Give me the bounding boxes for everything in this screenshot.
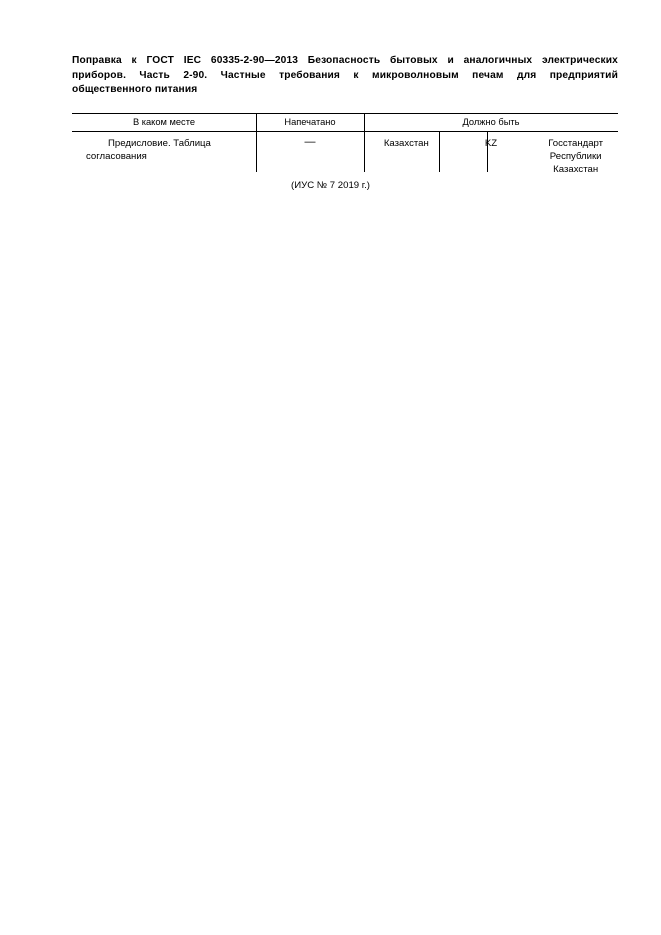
cell-country-code-text: KZ <box>484 138 498 149</box>
cell-country-code: KZ <box>449 131 534 177</box>
cell-authority: Госстандарт Республики Казахстан <box>533 131 618 177</box>
cell-country-text: Казахстан <box>383 138 429 149</box>
column-header-where: В каком месте <box>132 117 196 127</box>
title-line-1: Поправка к ГОСТ IEC 60335-2-90—2013 Безо… <box>72 55 618 66</box>
column-header-printed: Напечатано <box>284 117 336 127</box>
table-row: Предисловие. Таблица согласования — Каза… <box>72 131 618 177</box>
amendment-table: В каком месте Напечатано Должно быть Пре… <box>72 113 618 177</box>
cell-where-text: Предисловие. Таблица согласования <box>86 138 211 163</box>
table-header: В каком месте Напечатано Должно быть <box>72 113 618 131</box>
cell-authority-line-1: Госстандарт <box>548 138 604 149</box>
table-divider-col1 <box>256 114 257 172</box>
cell-country: Казахстан <box>364 131 449 177</box>
table-divider-country-code <box>439 132 440 172</box>
table-divider-col2 <box>364 114 365 172</box>
cell-authority-line-2: Республики Казахстан <box>549 151 602 176</box>
table-header-row: В каком месте Напечатано Должно быть <box>72 113 618 131</box>
cell-printed: — <box>256 131 364 177</box>
cell-where: Предисловие. Таблица согласования <box>72 131 256 177</box>
document-footer: (ИУС № 7 2019 г.) <box>291 180 370 191</box>
table-divider-code-authority <box>487 132 488 172</box>
page-title: Поправка к ГОСТ IEC 60335-2-90—2013 Безо… <box>72 54 618 98</box>
table-body: Предисловие. Таблица согласования — Каза… <box>72 131 618 177</box>
column-header-should-be: Должно быть <box>462 117 520 127</box>
title-line-3: общественного питания <box>72 84 198 96</box>
cell-printed-text: — <box>304 136 316 148</box>
title-line-2: приборов. Часть 2-90. Частные требования… <box>72 69 618 81</box>
cell-authority-block: Госстандарт Республики Казахстан <box>533 131 618 177</box>
table-rule-header-bottom <box>72 131 618 132</box>
table-rule-top <box>72 113 618 114</box>
